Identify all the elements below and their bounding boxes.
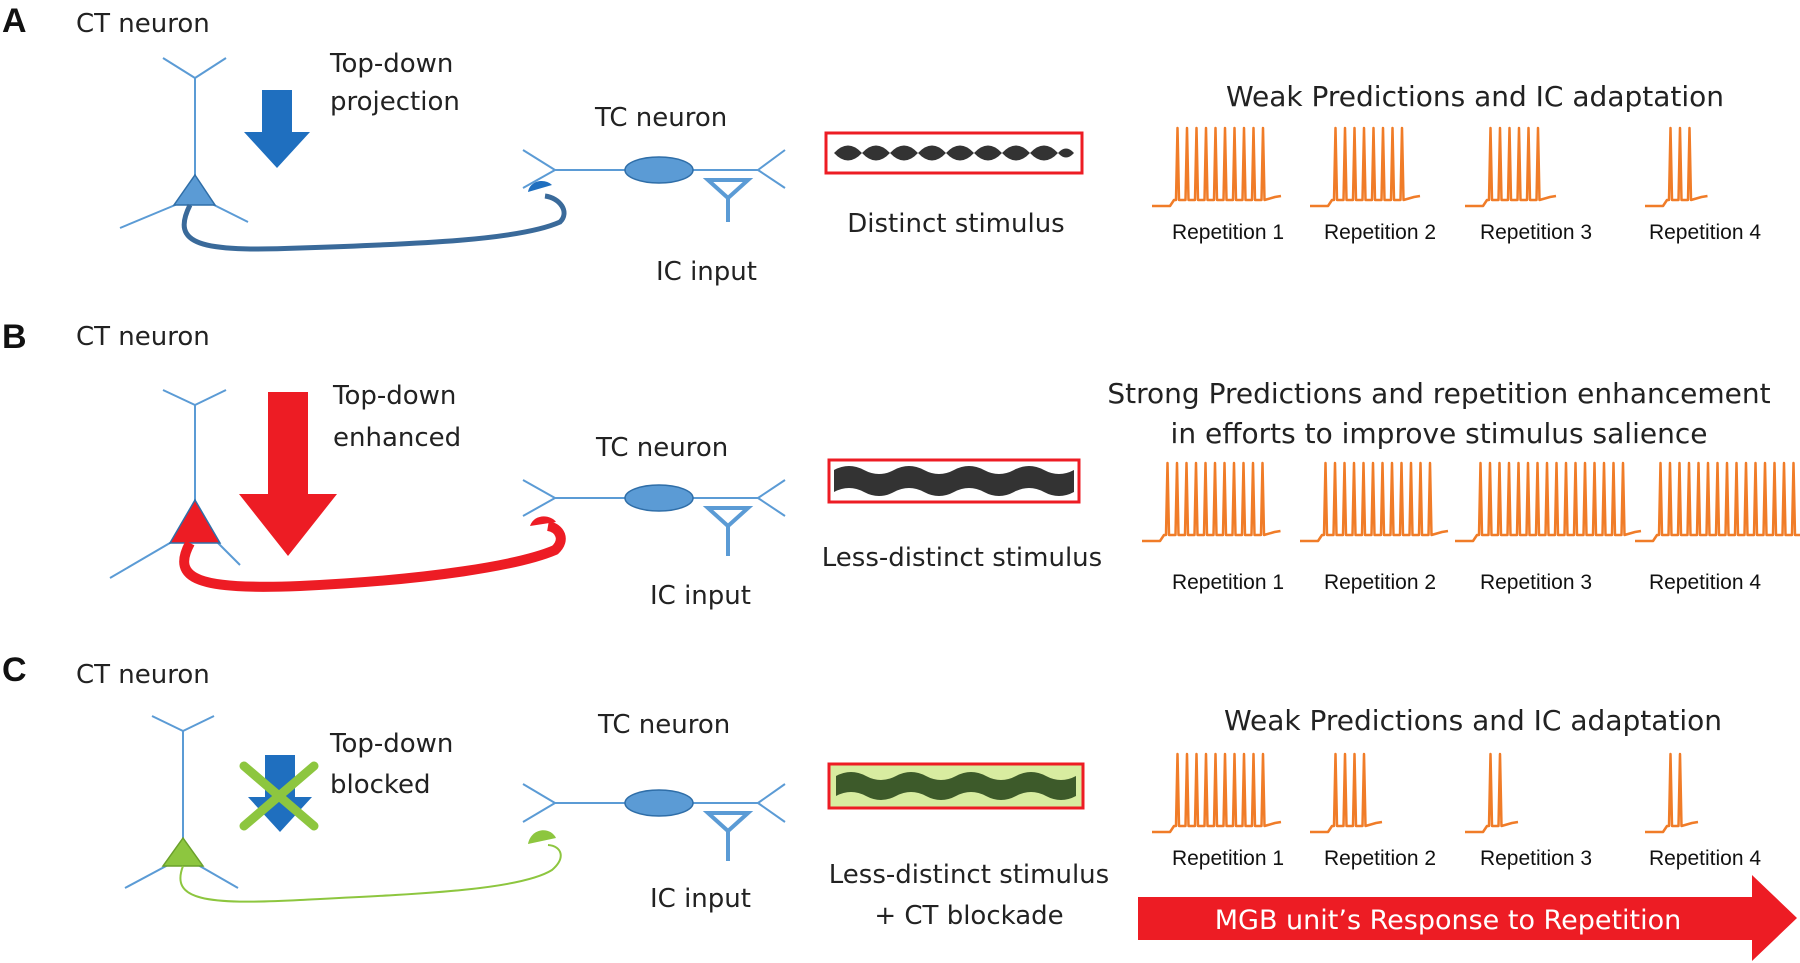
repetition-label: Repetition 4 bbox=[1649, 221, 1761, 244]
top-down-arrow bbox=[239, 392, 337, 556]
top-down-arrow bbox=[244, 90, 310, 168]
panel-a: A CT neuron Top-down projection TC neuro… bbox=[2, 2, 1724, 287]
ct-soma bbox=[168, 498, 222, 544]
spike-train bbox=[1635, 461, 1800, 543]
top-down-label-2: blocked bbox=[330, 770, 431, 800]
spike-train bbox=[1310, 752, 1383, 834]
ic-input-label: IC input bbox=[656, 257, 757, 287]
tc-soma bbox=[624, 156, 694, 184]
spike-train bbox=[1152, 126, 1282, 208]
repetition-label: Repetition 1 bbox=[1172, 571, 1284, 594]
repetition-label: Repetition 3 bbox=[1480, 571, 1592, 594]
panel-title-line-2: in efforts to improve stimulus salience bbox=[1171, 417, 1708, 450]
panel-b: B CT neuron Top-down enhanced TC neuron … bbox=[2, 318, 1771, 611]
repetition-label: Repetition 1 bbox=[1172, 221, 1284, 244]
spike-train bbox=[1455, 461, 1642, 543]
repetition-label: Repetition 4 bbox=[1649, 571, 1761, 594]
stimulus-label-1: Less-distinct stimulus bbox=[829, 860, 1109, 890]
ic-input-label: IC input bbox=[650, 884, 751, 914]
response-arrow-label: MGB unit’s Response to Repetition bbox=[1215, 905, 1682, 936]
spike-train bbox=[1300, 461, 1449, 543]
ic-input-terminal bbox=[702, 811, 754, 861]
ct-soma bbox=[161, 836, 205, 867]
top-down-label-2: enhanced bbox=[333, 423, 461, 453]
spike-train bbox=[1465, 126, 1557, 208]
blocked-cross-icon bbox=[239, 761, 319, 831]
top-down-label-1: Top-down bbox=[329, 49, 453, 79]
tc-neuron-label: TC neuron bbox=[595, 433, 728, 463]
stimulus-waveform bbox=[836, 772, 1076, 800]
synapse bbox=[528, 830, 556, 844]
ic-input-terminal bbox=[702, 178, 754, 222]
panel-title: Weak Predictions and IC adaptation bbox=[1224, 704, 1722, 737]
ic-input-label: IC input bbox=[650, 581, 751, 611]
spike-train bbox=[1152, 752, 1282, 834]
tc-neuron-label: TC neuron bbox=[594, 103, 727, 133]
ct-neuron-label: CT neuron bbox=[76, 322, 210, 352]
ct-axon bbox=[179, 844, 562, 903]
synapse bbox=[528, 180, 552, 192]
tc-neuron bbox=[522, 783, 786, 823]
panel-letter: A bbox=[2, 2, 27, 40]
stimulus-waveform bbox=[834, 145, 1074, 161]
spike-train bbox=[1645, 752, 1699, 834]
panel-c: C CT neuron Top-down blocked TC neuron bbox=[2, 651, 1797, 961]
tc-neuron-label: TC neuron bbox=[597, 710, 730, 740]
ct-neuron-label: CT neuron bbox=[76, 660, 210, 690]
top-down-label-2: projection bbox=[330, 87, 460, 117]
repetition-label: Repetition 4 bbox=[1649, 847, 1761, 870]
tc-soma bbox=[624, 789, 694, 817]
repetition-label: Repetition 1 bbox=[1172, 847, 1284, 870]
repetition-label: Repetition 2 bbox=[1324, 847, 1436, 870]
repetition-label: Repetition 3 bbox=[1480, 847, 1592, 870]
response-arrow bbox=[1138, 875, 1797, 961]
tc-neuron bbox=[522, 149, 786, 189]
stimulus-label: Distinct stimulus bbox=[847, 209, 1064, 239]
spike-train bbox=[1142, 461, 1281, 543]
panel-title-line-1: Strong Predictions and repetition enhanc… bbox=[1107, 377, 1770, 410]
panel-letter: B bbox=[2, 318, 27, 356]
ct-soma bbox=[172, 173, 217, 206]
ct-neuron bbox=[109, 389, 241, 579]
repetition-label: Repetition 2 bbox=[1324, 571, 1436, 594]
stimulus-waveform bbox=[834, 466, 1074, 496]
tc-soma bbox=[624, 484, 694, 512]
panel-letter: C bbox=[2, 651, 27, 689]
repetition-label: Repetition 3 bbox=[1480, 221, 1592, 244]
synapse bbox=[530, 516, 556, 526]
spike-train bbox=[1465, 752, 1519, 834]
ct-neuron bbox=[124, 715, 239, 889]
top-down-label-1: Top-down bbox=[329, 729, 453, 759]
tc-neuron bbox=[522, 479, 786, 517]
ct-axon bbox=[181, 193, 567, 252]
stimulus-label: Less-distinct stimulus bbox=[822, 543, 1102, 573]
ct-axon bbox=[179, 521, 566, 592]
panel-title: Weak Predictions and IC adaptation bbox=[1226, 80, 1724, 113]
spike-train bbox=[1645, 126, 1708, 208]
ic-input-terminal bbox=[702, 506, 754, 556]
repetition-label: Repetition 2 bbox=[1324, 221, 1436, 244]
stimulus-label-2: + CT blockade bbox=[874, 901, 1063, 931]
top-down-label-1: Top-down bbox=[332, 381, 456, 411]
ct-neuron bbox=[119, 57, 249, 229]
spike-train bbox=[1310, 126, 1421, 208]
spike-trains: Repetition 1 Repetition 2 Repetition 3 Repe… bbox=[1142, 126, 1800, 870]
ct-neuron-label: CT neuron bbox=[76, 9, 210, 39]
